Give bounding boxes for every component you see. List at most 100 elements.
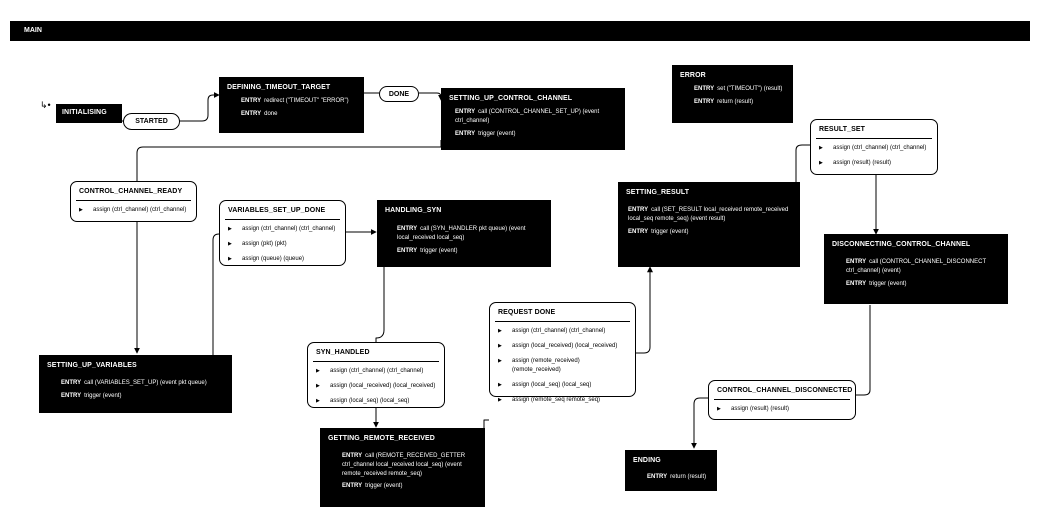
edge-getting-remote-request-done bbox=[483, 419, 489, 428]
assign-marker-icon: ▶ bbox=[228, 226, 232, 233]
assign-row: ▶assign (local_received) (local_received… bbox=[498, 343, 618, 350]
entry-keyword: ENTRY bbox=[342, 483, 363, 490]
transition-started[interactable]: STARTED bbox=[123, 113, 180, 130]
entry-keyword: ENTRY bbox=[846, 280, 867, 287]
edge-request-done-setting-result bbox=[636, 266, 653, 354]
assign-marker-icon: ▶ bbox=[717, 406, 721, 413]
edge-handling-syn-syn-handled bbox=[375, 267, 385, 342]
diagram-title: MAIN bbox=[24, 27, 42, 34]
initial-state-icon: ↳• bbox=[40, 100, 51, 110]
assign-row: ▶assign (local_received) (local_received… bbox=[316, 383, 436, 390]
assign-marker-icon: ▶ bbox=[498, 343, 502, 350]
assign-row: ▶assign (ctrl_channel) (ctrl_channel) bbox=[316, 368, 424, 375]
assign-marker-icon: ▶ bbox=[228, 241, 232, 248]
assign-row: ▶assign (result) (result) bbox=[819, 160, 892, 167]
state-control-channel-disconnected[interactable]: CONTROL_CHANNEL_DISCONNECTED ▶assign (re… bbox=[708, 380, 856, 420]
state-syn-handled[interactable]: SYN_HANDLED ▶assign (ctrl_channel) (ctrl… bbox=[307, 342, 445, 408]
assign-row: ▶assign (ctrl_channel) (ctrl_channel) bbox=[819, 145, 927, 152]
assign-marker-icon: ▶ bbox=[498, 358, 502, 365]
assign-row: ▶assign (queue) (queue) bbox=[228, 256, 305, 263]
assign-marker-icon: ▶ bbox=[316, 383, 320, 390]
state-title: RESULT_SET bbox=[816, 125, 932, 140]
assign-marker-icon: ▶ bbox=[819, 160, 823, 167]
assign-row: ▶assign (pkt) (pkt) bbox=[228, 241, 287, 248]
state-title: CONTROL_CHANNEL_READY bbox=[76, 187, 191, 202]
state-result-set[interactable]: RESULT_SET ▶assign (ctrl_channel) (ctrl_… bbox=[810, 119, 938, 175]
entry-keyword: ENTRY bbox=[694, 98, 715, 105]
assign-row: ▶assign (remote_received) (remote_receiv… bbox=[498, 358, 580, 373]
edge-done-setting-up-cc bbox=[419, 92, 444, 101]
diagram-header: MAIN bbox=[10, 21, 1030, 41]
state-title: REQUEST DONE bbox=[495, 308, 630, 323]
edge-disconnecting-disconnected bbox=[856, 305, 871, 396]
edge-setting-up-cc-ready bbox=[136, 140, 442, 181]
state-title: SETTING_UP_CONTROL_CHANNEL bbox=[449, 95, 573, 102]
entry-keyword: ENTRY bbox=[397, 226, 418, 233]
entry-keyword: ENTRY bbox=[694, 86, 715, 93]
state-title: HANDLING_SYN bbox=[385, 207, 442, 214]
edge-started-defining bbox=[180, 92, 220, 122]
assign-row: ▶assign (result) (result) bbox=[717, 406, 790, 413]
state-title: SYN_HANDLED bbox=[313, 348, 439, 363]
assign-marker-icon: ▶ bbox=[498, 396, 502, 403]
entry-keyword: ENTRY bbox=[846, 259, 867, 266]
entry-keyword: ENTRY bbox=[397, 247, 418, 254]
assign-marker-icon: ▶ bbox=[79, 207, 83, 214]
entry-keyword: ENTRY bbox=[342, 453, 363, 460]
edge-disconnected-ending bbox=[691, 397, 708, 449]
assign-marker-icon: ▶ bbox=[498, 381, 502, 388]
state-initialising[interactable]: INITIALISING bbox=[56, 104, 122, 123]
edge-setting-up-vars-done bbox=[212, 233, 220, 355]
entry-keyword: ENTRY bbox=[241, 98, 262, 105]
state-title: CONTROL_CHANNEL_DISCONNECTED bbox=[714, 386, 852, 401]
assign-row: ▶assign (ctrl_channel) (ctrl_channel) bbox=[228, 226, 336, 233]
assign-marker-icon: ▶ bbox=[228, 256, 232, 263]
entry-keyword: ENTRY bbox=[455, 109, 476, 116]
entry-keyword: ENTRY bbox=[61, 392, 82, 399]
entry-keyword: ENTRY bbox=[647, 474, 668, 481]
assign-row: ▶assign (local_seq) (local_seq) bbox=[498, 381, 592, 388]
state-request-done[interactable]: REQUEST DONE ▶assign (ctrl_channel) (ctr… bbox=[489, 302, 636, 403]
assign-marker-icon: ▶ bbox=[316, 398, 320, 405]
assign-row: ▶assign (ctrl_channel) (ctrl_channel) bbox=[79, 207, 187, 214]
state-title: INITIALISING bbox=[62, 109, 107, 116]
entry-keyword: ENTRY bbox=[628, 228, 649, 235]
assign-row: ▶assign (local_seq) (local_seq) bbox=[316, 398, 410, 405]
state-title: DEFINING_TIMEOUT_TARGET bbox=[227, 84, 331, 91]
entry-keyword: ENTRY bbox=[628, 207, 649, 214]
entry-keyword: ENTRY bbox=[455, 130, 476, 137]
state-title: ENDING bbox=[633, 457, 661, 464]
assign-row: ▶assign (remote_seq remote_seq) bbox=[498, 396, 601, 403]
assign-marker-icon: ▶ bbox=[819, 145, 823, 152]
transition-done[interactable]: DONE bbox=[379, 86, 419, 102]
assign-marker-icon: ▶ bbox=[316, 368, 320, 375]
state-variables-set-up-done[interactable]: VARIABLES_SET_UP_DONE ▶assign (ctrl_chan… bbox=[219, 200, 346, 266]
entry-keyword: ENTRY bbox=[61, 380, 82, 387]
state-control-channel-ready[interactable]: CONTROL_CHANNEL_READY ▶assign (ctrl_chan… bbox=[70, 181, 197, 222]
